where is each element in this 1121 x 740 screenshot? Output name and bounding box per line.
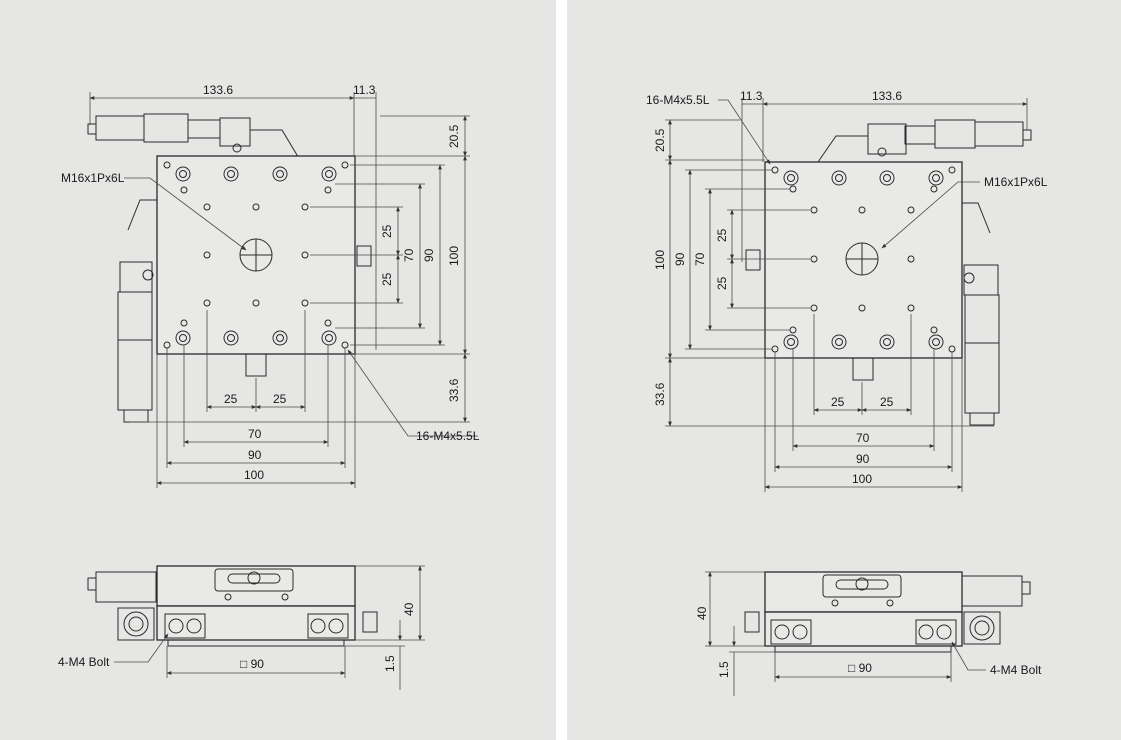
dim-90-vertical: 90 (422, 248, 436, 262)
left-tapped-holes (163, 161, 349, 349)
left-side-view (87, 565, 425, 690)
dim-70-vertical-right: 70 (693, 252, 707, 266)
bolt-callout: 4-M4 Bolt (58, 655, 110, 669)
right-side-view (705, 571, 1031, 696)
dim-25-vertical-right-b: 25 (715, 276, 729, 290)
dim-133-6-right: 133.6 (872, 89, 902, 103)
dim-100-horizontal: 100 (244, 468, 264, 482)
bolt-pattern-90: □ 90 (240, 657, 264, 671)
dim-25-horizontal-right-b: 25 (880, 395, 894, 409)
dim-40-right: 40 (695, 606, 709, 620)
left-top-view (87, 92, 478, 488)
dim-25-horizontal-right-a: 25 (831, 395, 845, 409)
corner-thread-callout: 16-M4x5.5L (416, 429, 480, 443)
dim-70-horizontal-right: 70 (856, 431, 870, 445)
dim-90-horizontal-right: 90 (856, 452, 870, 466)
left-side-view-labels: 40 1.5 □ 90 4-M4 Bolt (58, 602, 416, 672)
dim-90-vertical-right: 90 (673, 252, 687, 266)
dim-25-vertical-b: 25 (380, 272, 394, 286)
dim-25-vertical-right-a: 25 (715, 228, 729, 242)
dim-25-horizontal-a: 25 (224, 392, 238, 406)
right-top-view-labels: 133.6 11.3 20.5 100 90 70 25 25 33.6 25 … (646, 89, 1048, 486)
dim-11-3: 11.3 (353, 83, 376, 97)
left-top-view-labels: 133.6 11.3 20.5 100 90 70 25 25 33.6 25 … (61, 83, 480, 482)
dim-25-vertical-a: 25 (380, 224, 394, 238)
dim-33-6: 33.6 (447, 378, 461, 402)
bolt-pattern-90-right: □ 90 (848, 661, 872, 675)
right-top-view (665, 98, 1032, 492)
dim-20-5-right: 20.5 (653, 128, 667, 152)
right-side-view-labels: 40 1.5 □ 90 4-M4 Bolt (695, 606, 1042, 678)
dim-1-5: 1.5 (383, 655, 397, 672)
dim-70-vertical: 70 (402, 248, 416, 262)
dim-100-vertical-right: 100 (653, 250, 667, 270)
dim-100-horizontal-right: 100 (852, 472, 872, 486)
bolt-callout-right: 4-M4 Bolt (990, 663, 1042, 677)
corner-thread-callout-right: 16-M4x5.5L (646, 93, 710, 107)
dim-100-vertical: 100 (447, 246, 461, 266)
dim-33-6-right: 33.6 (653, 382, 667, 406)
left-counterbore-holes (175, 166, 337, 346)
dim-40: 40 (402, 602, 416, 616)
dim-11-3-right: 11.3 (740, 89, 763, 103)
center-thread-callout-right: M16x1Px6L (984, 175, 1048, 189)
dim-70-horizontal: 70 (248, 427, 262, 441)
dim-20-5: 20.5 (447, 124, 461, 148)
dim-133-6: 133.6 (203, 83, 233, 97)
dim-1-5-right: 1.5 (717, 661, 731, 678)
center-thread-callout: M16x1Px6L (61, 171, 125, 185)
dim-90-horizontal: 90 (248, 448, 262, 462)
right-counterbore-holes (783, 170, 944, 350)
dim-25-horizontal-b: 25 (273, 392, 287, 406)
